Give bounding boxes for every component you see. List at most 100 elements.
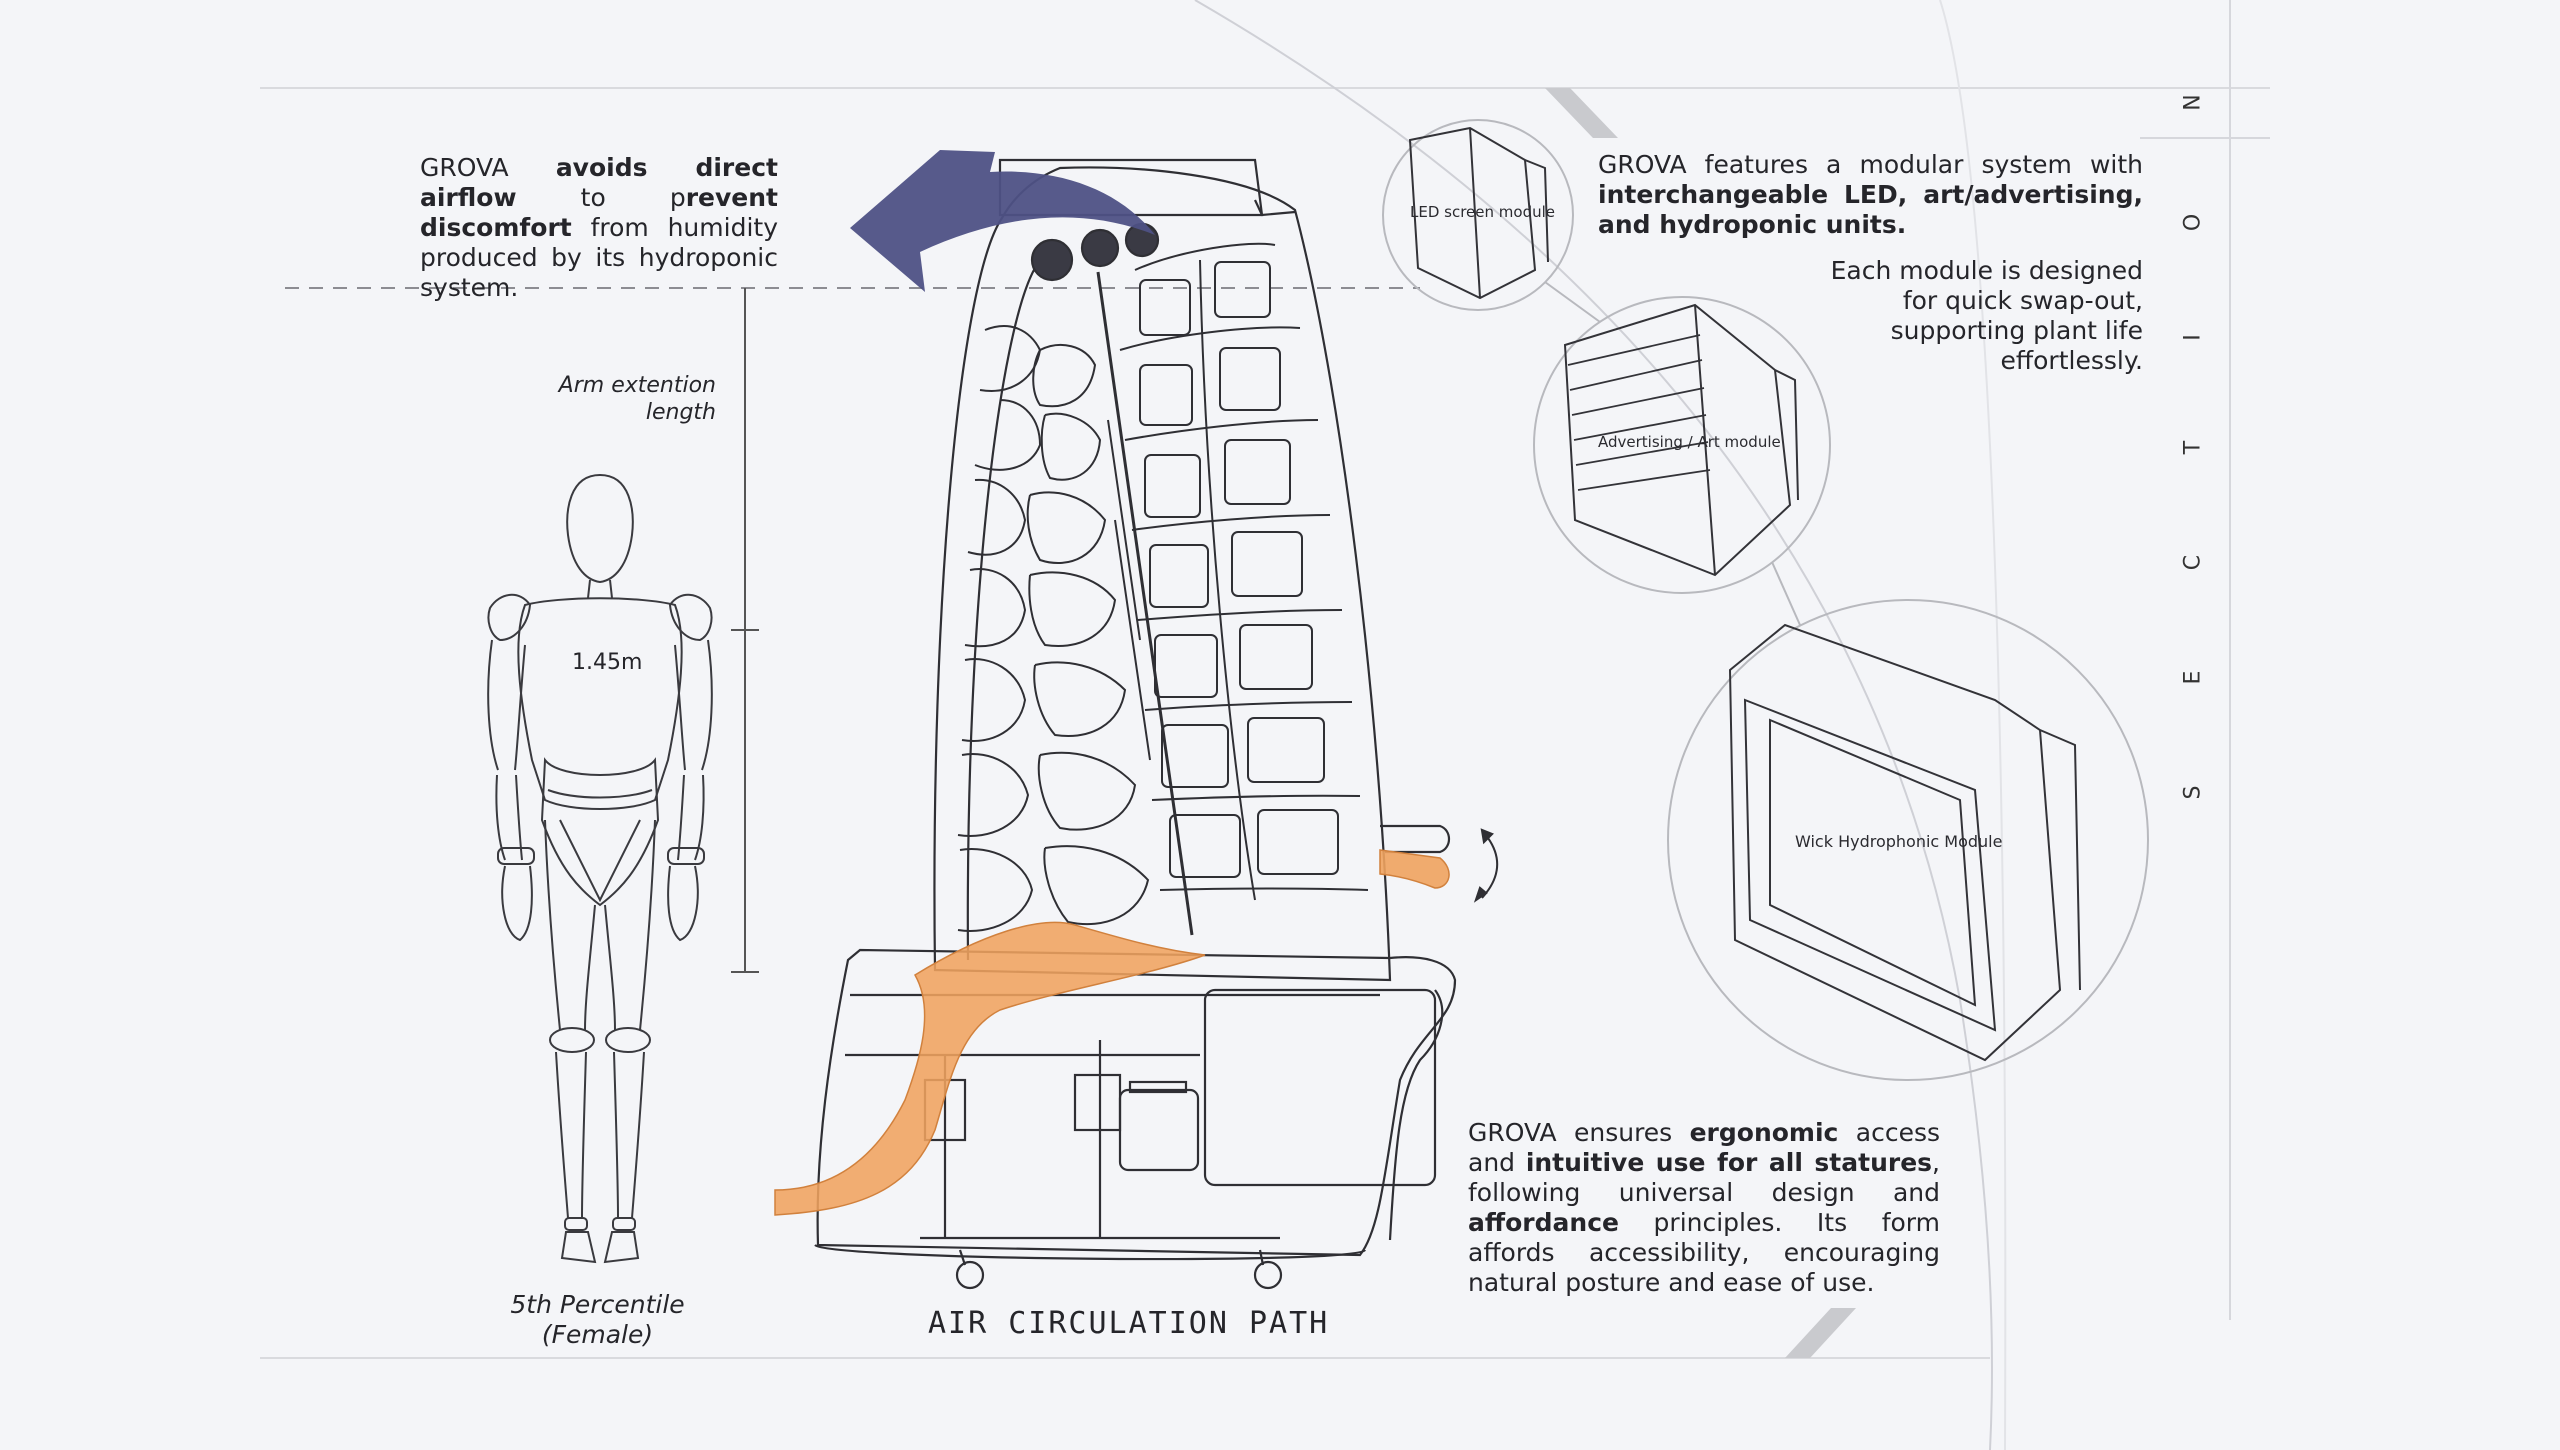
airflow-note-segment: from humidity produced by its hydroponic… [420, 213, 778, 302]
connector-2 [1771, 561, 1801, 626]
air-path-label: AIR CIRCULATION PATH [928, 1306, 1330, 1341]
hydroponic-module-label: Wick Hydrophonic Module [1795, 832, 2003, 851]
height-label: 1.45m [572, 650, 643, 675]
mannequin-left-foot [560, 1231, 597, 1264]
modular-note: GROVA features a modular system with int… [1598, 150, 2143, 240]
pump-top [1128, 1080, 1188, 1094]
rotation-arrow-bottom [1473, 886, 1488, 903]
mannequin-right-shin [613, 1051, 645, 1219]
connector-1 [1544, 281, 1601, 323]
mannequin-head [566, 473, 634, 584]
advertising-module-slats [1567, 334, 1711, 491]
section-letter-n: N [2180, 94, 2206, 111]
mannequin-torso [517, 597, 683, 810]
mannequin-left-knee [549, 1027, 595, 1053]
airflow-note-segment: revent discomfort [420, 183, 778, 242]
unit-hood-lid [1254, 199, 1296, 217]
mannequin-pelvis-detail [547, 789, 653, 903]
section-letter-i: I [2180, 334, 2206, 341]
tank-edge [1388, 989, 1444, 1241]
section-letter-s: S [2180, 785, 2206, 800]
large-arc [1194, 0, 1993, 1450]
mannequin-left-thigh [544, 819, 596, 1031]
section-letter-e: E [2180, 670, 2206, 685]
ergonomic-note-segment: , following universal design and [1468, 1148, 1940, 1207]
led-module-sketch [1408, 126, 1549, 300]
mannequin-right-upper-arm [674, 639, 713, 771]
hydroponic-module-sketch [1728, 623, 2081, 1062]
bottom-stripe [1785, 1308, 1856, 1358]
section-letter-t: T [2180, 440, 2206, 455]
mannequin-left-upper-arm [487, 639, 526, 771]
fan-left [1030, 238, 1074, 282]
pipe-block-mid [1073, 1073, 1122, 1132]
mannequin-left-ankle [564, 1217, 588, 1231]
top-stripe [1545, 88, 1618, 138]
wheel-right-mount [1258, 1249, 1265, 1266]
fan-middle [1080, 228, 1120, 268]
airflow-note-segment: GROVA [420, 153, 556, 182]
mannequin-right-ankle [612, 1217, 636, 1231]
mannequin-left-wrist [497, 847, 535, 865]
handle-highlight [1379, 849, 1450, 889]
rotation-arrow-top [1480, 828, 1494, 845]
mannequin-right-knee [605, 1027, 651, 1053]
wheel-right [1253, 1260, 1283, 1290]
modular-note-segment: GROVA features a modular system with [1598, 150, 2143, 179]
unit-shell-inner [966, 267, 1036, 961]
wheel-left [955, 1260, 985, 1290]
mannequin-right-thigh [604, 819, 656, 1031]
section-letter-c: C [2180, 554, 2206, 571]
modular-note-secondary: Each module is designed for quick swap-o… [1830, 256, 2143, 375]
base-unit-outline [816, 948, 1457, 1257]
ergonomic-note-segment: intuitive use for all statures [1525, 1148, 1933, 1177]
ergonomic-note-segment: ergonomic [1689, 1118, 1839, 1147]
mannequin-right-foot [603, 1231, 640, 1264]
ergonomic-note-text: GROVA ensures ergonomic access and intui… [1468, 1118, 1940, 1297]
section-letter-o: O [2180, 213, 2206, 232]
percentile-label: 5th Percentile (Female) [510, 1290, 685, 1349]
mannequin-pelvis [540, 757, 660, 907]
mannequin-left-shoulder [487, 593, 532, 642]
side-handle [1380, 824, 1451, 854]
airflow-note-text: GROVA avoids direct airflow to prevent d… [420, 153, 778, 302]
ergonomic-note-segment: principles. Its form affords accessibili… [1468, 1208, 1940, 1297]
grid-panel [1119, 242, 1369, 901]
mannequin-left-forearm [495, 774, 523, 861]
advertising-module-label: Advertising / Art module [1598, 433, 1781, 451]
airflow-note: GROVA avoids direct airflow to prevent d… [420, 153, 778, 303]
mannequin-right-shoulder [668, 593, 713, 642]
base-bottom [814, 1244, 1367, 1261]
mannequin-left-hand [501, 865, 533, 942]
modular-note-text: GROVA features a modular system with int… [1598, 150, 2143, 239]
modular-note-segment: interchangeable LED, art/advertising, an… [1598, 180, 2143, 239]
ergonomic-note-segment: affordance [1468, 1208, 1619, 1237]
mannequin-left-shin [555, 1051, 587, 1219]
mannequin-neck [587, 579, 613, 599]
intake-airflow [774, 921, 1206, 1216]
led-module-circle [1382, 119, 1574, 311]
voronoi-panel [957, 325, 1151, 932]
airflow-note-segment: to p [516, 183, 686, 212]
mannequin-right-wrist [667, 847, 705, 865]
ergonomic-note: GROVA ensures ergonomic access and intui… [1468, 1118, 1940, 1298]
exhaust-arrow [850, 150, 1155, 292]
led-module-label: LED screen module [1410, 203, 1555, 221]
mannequin-right-hand [667, 865, 699, 942]
ergonomic-note-segment: access and [1468, 1118, 1940, 1177]
advertising-module-sketch [1563, 303, 1799, 577]
wheel-left-mount [958, 1249, 967, 1266]
airflow-note-segment: avoids direct airflow [420, 153, 778, 212]
unit-shell-outline [933, 166, 1392, 982]
advertising-module-circle [1533, 296, 1831, 594]
water-tank [1203, 988, 1437, 1187]
outer-arc [1939, 0, 2007, 1450]
mannequin-right-forearm [677, 774, 705, 861]
arm-extension-label: Arm extention length [558, 373, 716, 425]
ergonomic-note-segment: GROVA ensures [1468, 1118, 1690, 1147]
